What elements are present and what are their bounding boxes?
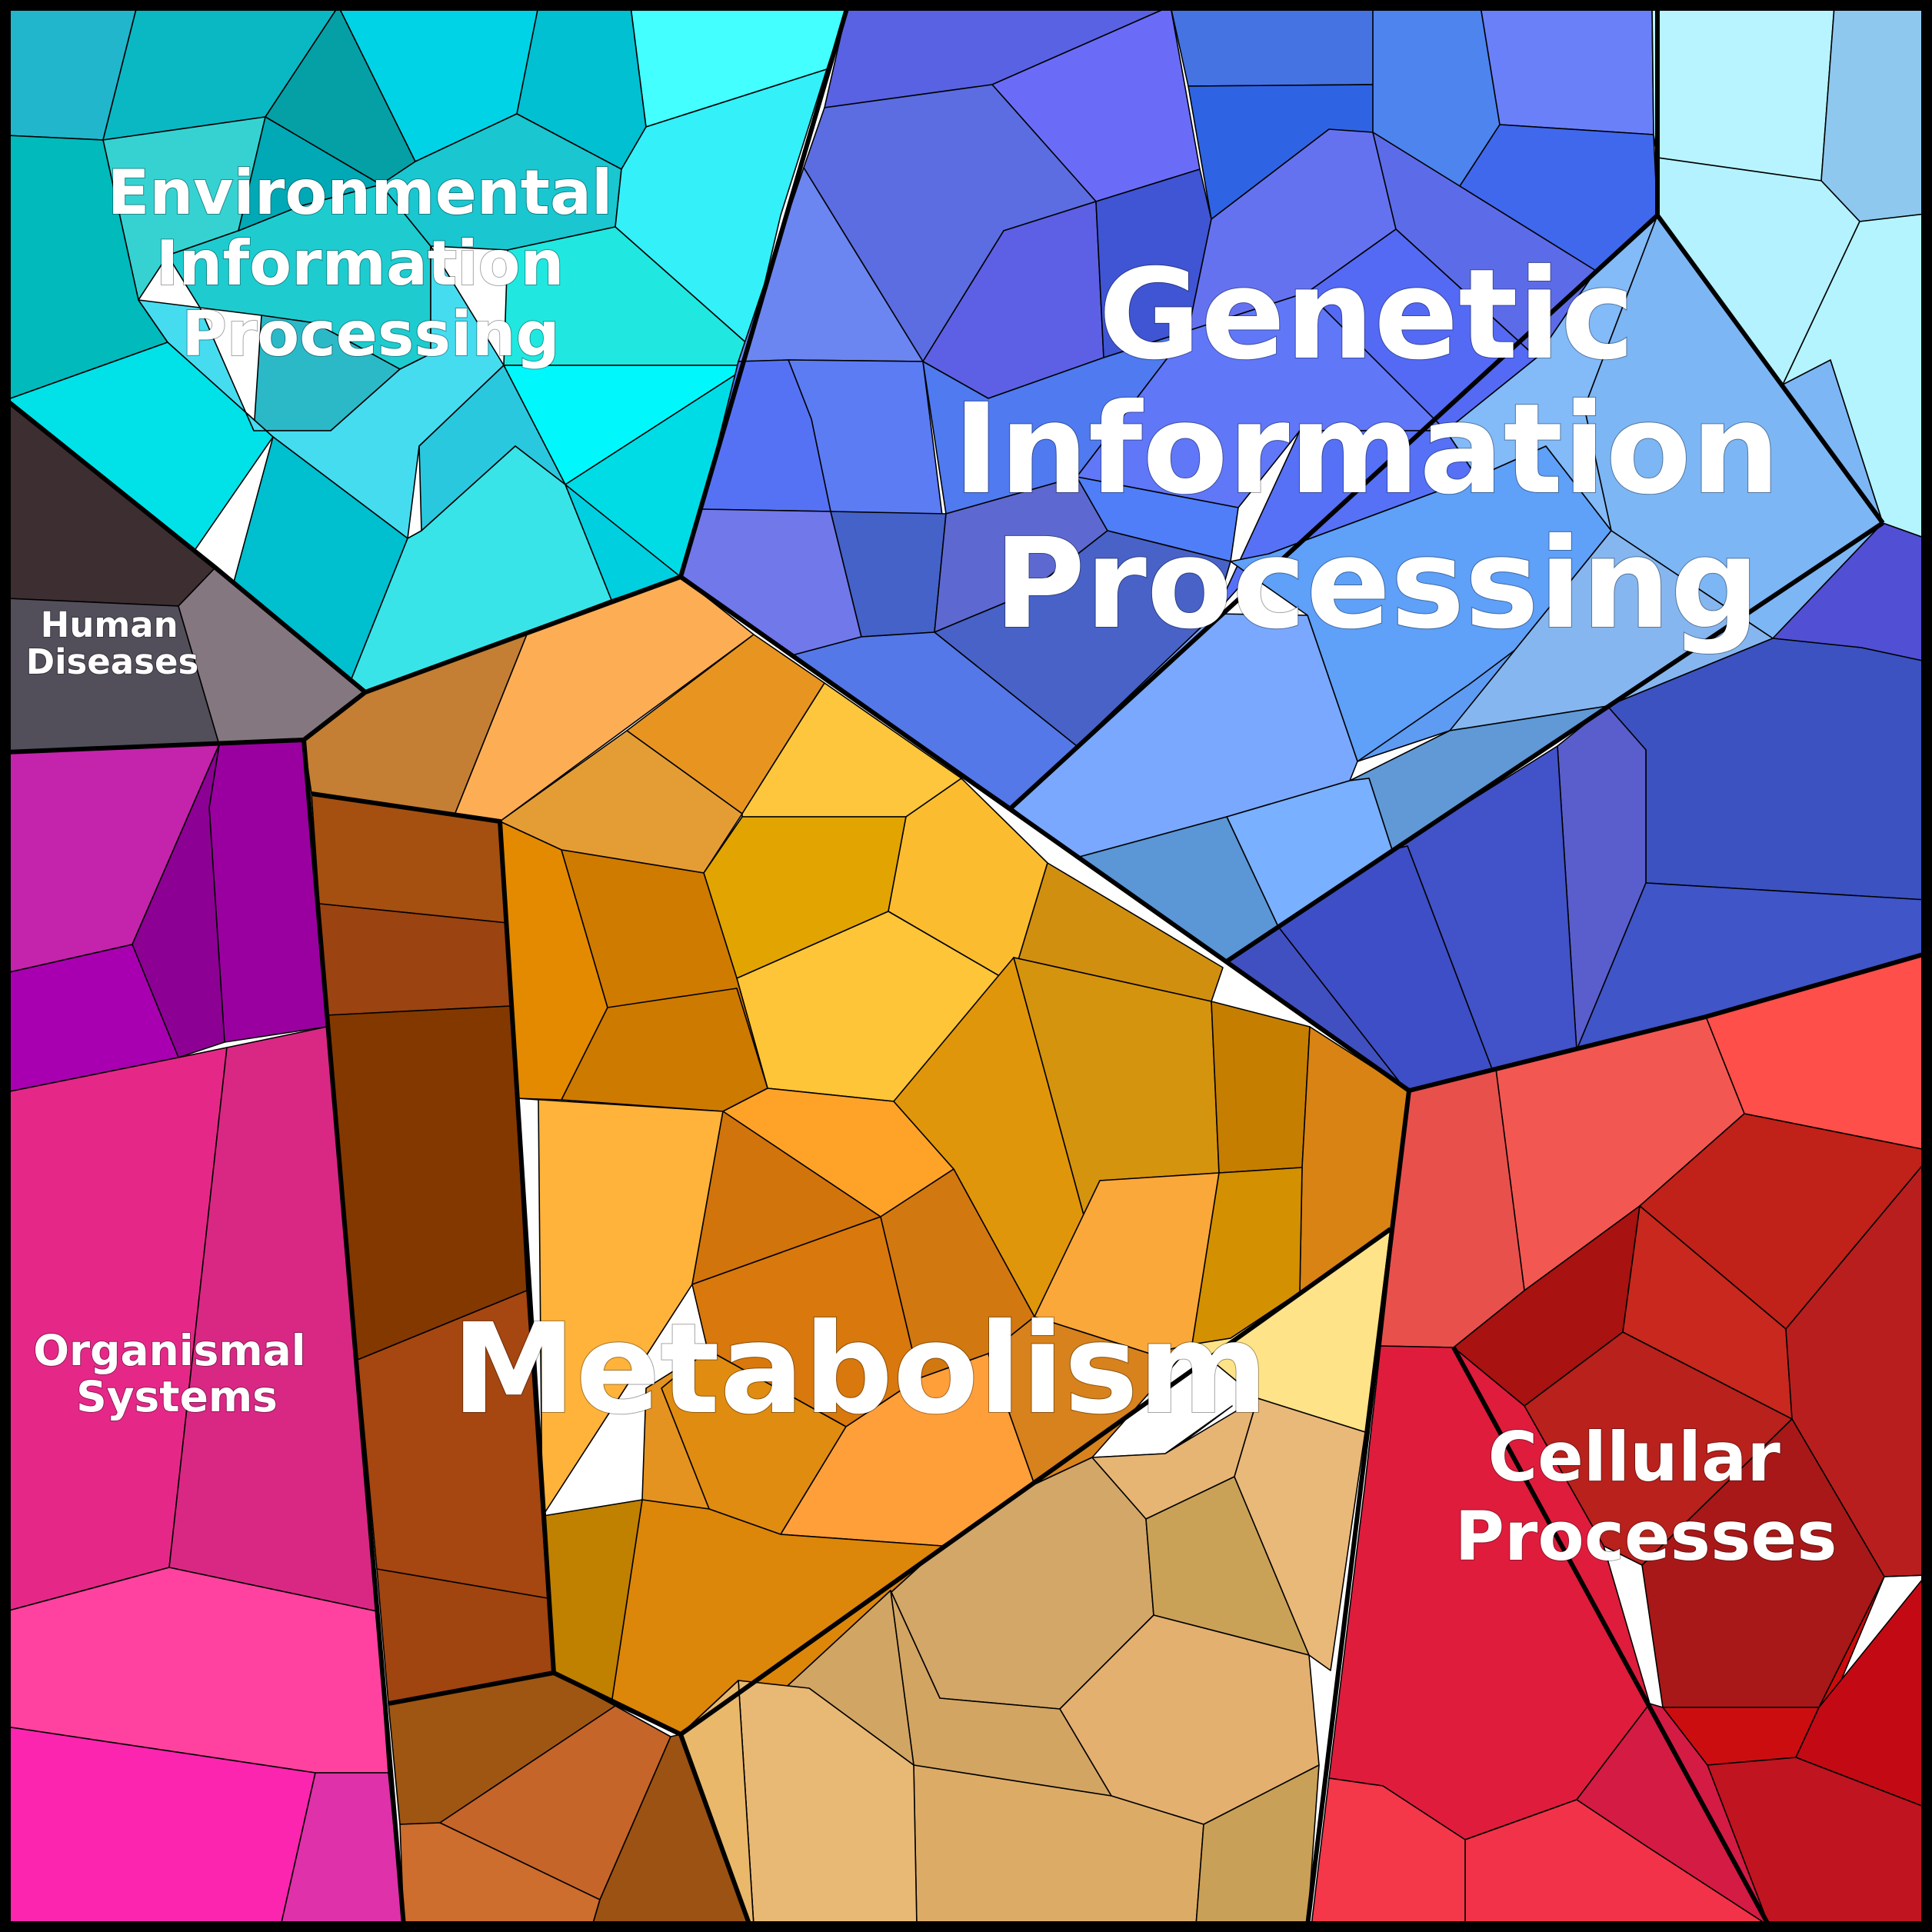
label-org-line-1: Organismal — [33, 1326, 305, 1375]
border-gen-cell — [1408, 951, 1927, 1093]
border-met-gen — [679, 575, 1411, 1093]
label-hd-line-1: Human — [41, 605, 178, 645]
met-cell — [1234, 1397, 1366, 1671]
label-human-diseases: Human Diseases — [26, 605, 199, 682]
border-cell-inner — [1451, 1346, 1771, 1927]
label-gen-line-2: Information — [953, 378, 1780, 522]
border-hd-org — [5, 738, 305, 754]
region-borders — [5, 5, 1927, 1927]
border-met-inner-4 — [388, 1671, 555, 1706]
region-genetic-information-processing — [680, 5, 1927, 1093]
met-cell — [1211, 1001, 1311, 1174]
label-env-line-3: Processing — [182, 298, 560, 370]
gen-cell — [1820, 5, 1927, 222]
border-org-met — [301, 739, 406, 1927]
label-env-line-1: Environmental — [108, 157, 613, 228]
gen-cell — [1170, 5, 1376, 87]
label-cell-line-2: Processes — [1454, 1497, 1837, 1576]
label-environmental-information-processing: Environmental Information Processing — [108, 157, 635, 370]
gen-cell — [1480, 5, 1654, 135]
label-cellular-processes: Cellular Processes — [1454, 1417, 1837, 1576]
label-env-line-2: Information — [156, 228, 565, 299]
border-env-gen — [678, 5, 850, 578]
label-organismal-systems: Organismal Systems — [33, 1326, 321, 1421]
region-metabolism-brown — [311, 793, 751, 1927]
border-hd-met — [302, 690, 367, 742]
region-environmental-information-processing — [5, 5, 848, 693]
border-env-met — [364, 575, 682, 695]
border-gen-inner-2 — [1009, 213, 1660, 810]
label-cell-line-1: Cellular — [1488, 1417, 1781, 1497]
label-metabolism: Metabolism — [451, 1297, 1267, 1442]
label-hd-line-2: Diseases — [26, 641, 199, 682]
met-cell — [641, 1349, 710, 1510]
cell-cell — [1311, 1777, 1466, 1927]
label-gen-line-3: Processing — [994, 512, 1760, 657]
labels: Environmental Information Processing Gen… — [25, 156, 1838, 1577]
border-met-cell — [1305, 1090, 1411, 1927]
org-cell — [132, 744, 225, 1058]
border-gen-inner-3 — [1225, 521, 1884, 964]
label-genetic-information-processing: Genetic Information Processing — [953, 243, 1823, 657]
label-gen-line-1: Genetic — [1098, 243, 1634, 388]
region-cellular-processes — [1311, 953, 1927, 1927]
region-human-diseases — [5, 399, 366, 753]
met-cell — [516, 1098, 724, 1517]
region-metabolism — [303, 576, 1410, 1927]
border-met-inner-3 — [678, 1733, 752, 1927]
gen-cell — [1651, 5, 1835, 182]
border-env-hd — [5, 398, 367, 695]
region-organismal-systems — [5, 739, 405, 1927]
label-org-line-2: Systems — [76, 1372, 278, 1421]
border-met-inner-1 — [311, 791, 556, 1674]
env-cell — [238, 116, 381, 232]
met-brown-cell — [318, 903, 512, 1016]
